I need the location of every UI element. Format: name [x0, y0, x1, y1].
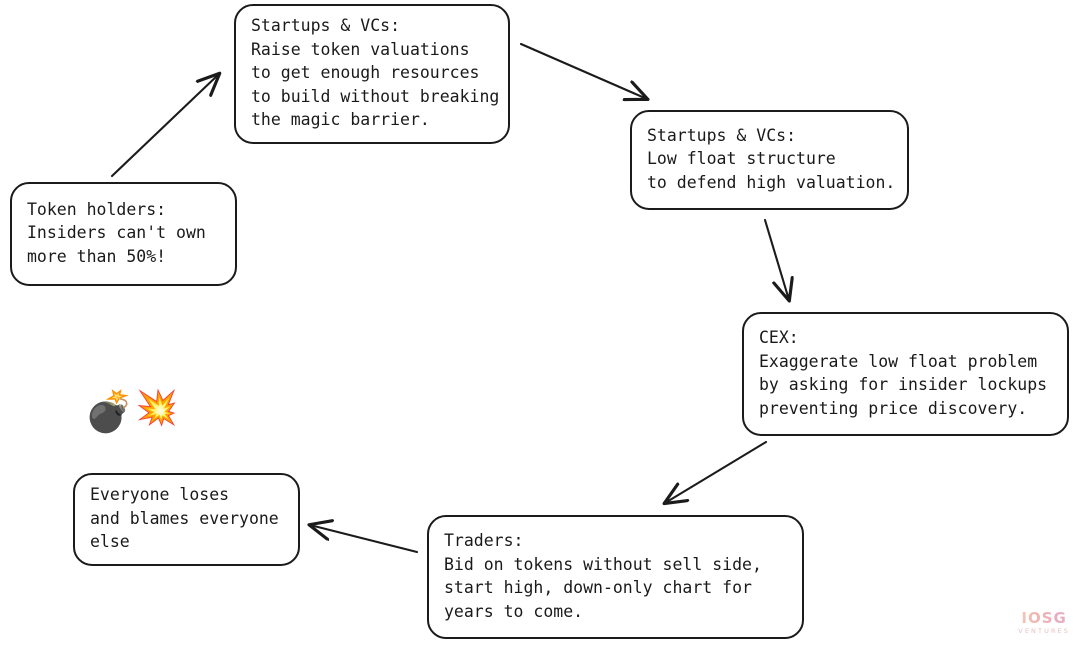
node-token-holders[interactable]: Token holders: Insiders can't own more t…: [10, 182, 237, 286]
node-line: Exaggerate low float problem: [759, 351, 1038, 371]
node-line: to build without breaking: [251, 86, 500, 106]
node-traders[interactable]: Traders: Bid on tokens without sell side…: [427, 515, 804, 639]
node-line: years to come.: [444, 601, 584, 621]
node-line: CEX:: [759, 328, 799, 347]
arrow-startups-raise-to-startups-lowfloat: [519, 42, 647, 99]
node-line: Insiders can't own: [27, 223, 206, 243]
node-line: Bid on tokens without sell side,: [444, 554, 762, 574]
watermark-iosg-ventures: IOSG VENTURES: [1018, 611, 1070, 636]
arrow-cex-to-traders: [665, 440, 768, 503]
node-line: to get enough resources: [251, 63, 480, 83]
arrow-startups-lowfloat-to-cex: [763, 218, 789, 300]
node-everyone-loses[interactable]: Everyone loses and blames everyone else: [73, 473, 300, 566]
node-startups-lowfloat[interactable]: Startups & VCs: Low float structure to d…: [630, 110, 909, 210]
node-startups-raise[interactable]: Startups & VCs: Raise token valuations t…: [234, 4, 510, 144]
arrow-token-holders-to-startups-raise: [110, 74, 219, 178]
node-cex[interactable]: CEX: Exaggerate low float problem by ask…: [742, 312, 1069, 436]
node-line: Traders:: [444, 531, 524, 550]
node-line: to defend high valuation.: [647, 172, 896, 192]
watermark-subtitle: VENTURES: [1018, 627, 1070, 635]
node-line: else: [90, 532, 130, 552]
node-line: Token holders:: [27, 199, 167, 219]
node-line: the magic barrier.: [251, 110, 430, 130]
node-line: Raise token valuations: [251, 39, 470, 59]
node-line: Everyone loses: [90, 485, 230, 505]
node-line: by asking for insider lockups: [759, 375, 1048, 394]
emoji-cluster: 💣 💥: [84, 388, 179, 435]
node-line: preventing price discovery.: [759, 398, 1028, 418]
node-line: Startups & VCs:: [251, 16, 401, 36]
node-line: Low float structure: [647, 149, 836, 169]
node-line: and blames everyone: [90, 508, 279, 528]
node-line: more than 50%!: [27, 246, 167, 266]
watermark-logo-text: IOSG: [1018, 611, 1070, 626]
node-line: start high, down-only chart for: [444, 578, 752, 597]
bomb-icon: 💣: [84, 389, 134, 435]
arrow-traders-to-everyone-loses: [310, 525, 419, 554]
node-line: Startups & VCs:: [647, 125, 797, 145]
collision-icon: 💥: [135, 388, 179, 428]
